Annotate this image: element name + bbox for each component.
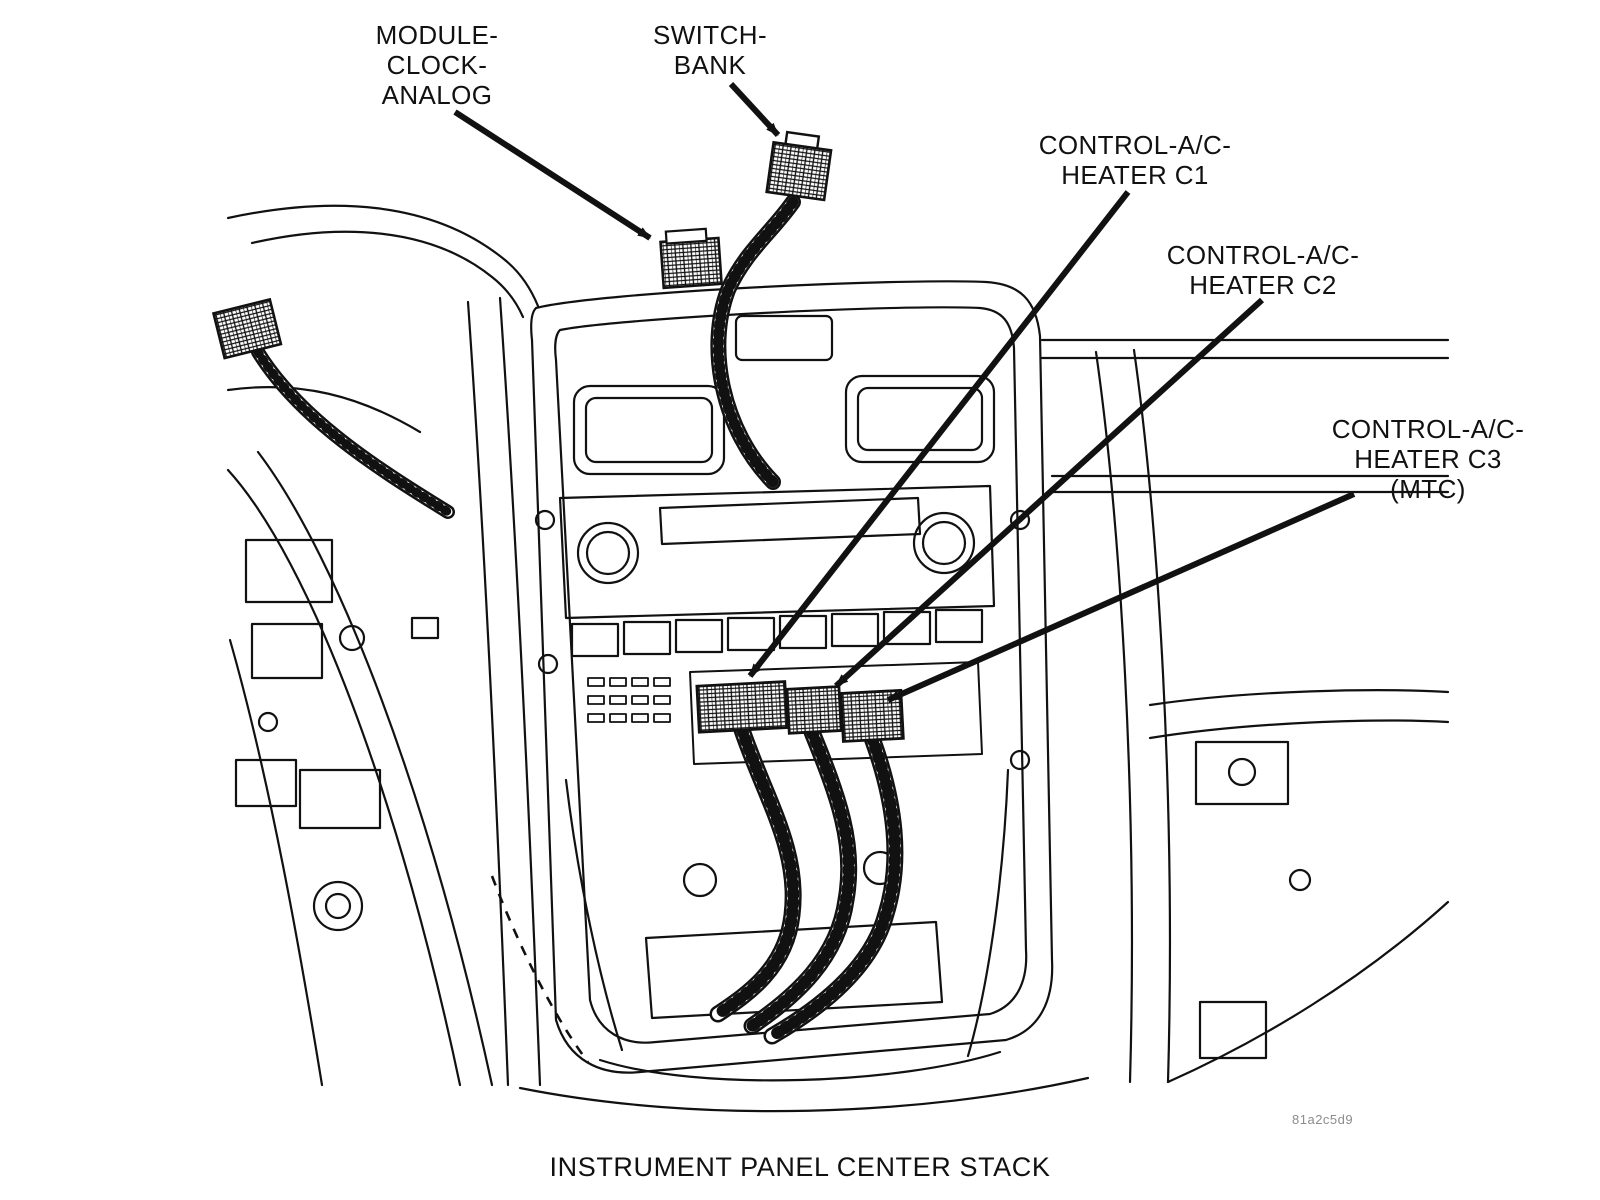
- callout-line: CLOCK-: [386, 50, 488, 80]
- left-harness: [251, 345, 455, 519]
- callout-control-ac-heater-c2: CONTROL-A/C- HEATER C2: [1158, 240, 1368, 300]
- hvac-control-area: [587, 661, 983, 765]
- callout-line: CONTROL-A/C-: [1331, 414, 1525, 444]
- radio-unit: [558, 484, 996, 658]
- c2-harness: [743, 723, 858, 1035]
- dashed-reference-line: [490, 875, 590, 1063]
- callout-line: HEATER C2: [1189, 270, 1337, 300]
- control-ac-heater-c3-arrow: [886, 491, 1356, 703]
- callout-line: HEATER C3: [1354, 444, 1502, 474]
- control-ac-heater-c2-connector: [785, 685, 843, 735]
- switch-bank-arrow: [728, 81, 781, 138]
- callout-switch-bank: SWITCH- BANK: [630, 20, 790, 80]
- callout-module-clock-analog: MODULE- CLOCK- ANALOG: [352, 20, 522, 110]
- c1-harness: [709, 721, 802, 1023]
- switch-bank-harness: [710, 194, 801, 490]
- callout-line: CONTROL-A/C-: [1038, 130, 1232, 160]
- control-ac-heater-c3-connector: [839, 688, 905, 743]
- callout-control-ac-heater-c1: CONTROL-A/C- HEATER C1: [1030, 130, 1240, 190]
- module-clock-analog-arrow: [453, 109, 652, 241]
- control-ac-heater-c1-arrow: [747, 190, 1131, 678]
- callout-line: CONTROL-A/C-: [1166, 240, 1360, 270]
- callout-line: ANALOG: [381, 80, 493, 110]
- callout-line: MODULE-: [375, 20, 499, 50]
- callout-line: (MTC): [1390, 474, 1466, 504]
- control-ac-heater-c2-arrow: [833, 297, 1265, 689]
- left-instrument-connector: [211, 297, 283, 360]
- callout-control-ac-heater-c3: CONTROL-A/C- HEATER C3 (MTC): [1318, 414, 1538, 504]
- c3-harness: [763, 729, 904, 1045]
- switch-bank-connector: [765, 130, 833, 202]
- control-ac-heater-c1-connector: [695, 680, 789, 734]
- figure-caption: INSTRUMENT PANEL CENTER STACK: [549, 1152, 1051, 1182]
- module-clock-analog-connector: [659, 227, 723, 290]
- figure-code: 81a2c5d9: [1292, 1112, 1354, 1127]
- callout-line: BANK: [673, 50, 747, 80]
- callout-line: HEATER C1: [1061, 160, 1209, 190]
- lower-console: [518, 768, 1090, 1113]
- callout-line: SWITCH-: [653, 20, 767, 50]
